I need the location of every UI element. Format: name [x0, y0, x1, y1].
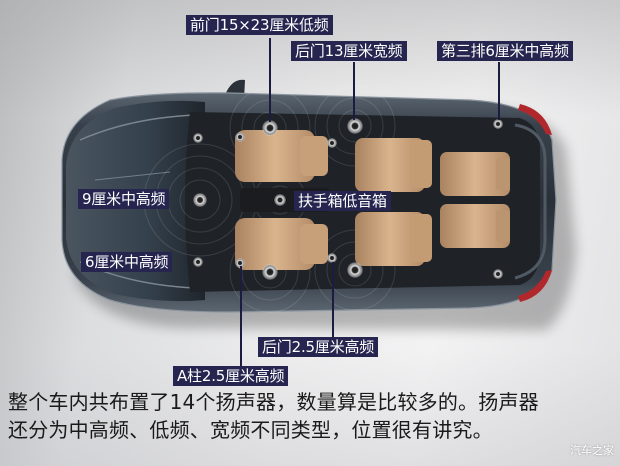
caption-text: 整个车内共布置了14个扬声器，数量算是比较多的。扬声器 还分为中高频、低频、宽频… [8, 388, 612, 444]
leader-rear-door-tweeter [332, 262, 334, 338]
leader-third-row [498, 62, 500, 120]
label-dash-9cm-speaker: 9厘米中高频 [78, 189, 170, 209]
caption-line-2: 还分为中高频、低频、宽频不同类型，位置很有讲究。 [8, 418, 493, 442]
watermark: 汽车之家 [570, 444, 614, 457]
label-dash-6cm-speaker: 6厘米中高频 [81, 252, 173, 272]
label-subwoofer: 扶手箱低音箱 [294, 191, 391, 211]
caption-line-1: 整个车内共布置了14个扬声器，数量算是比较多的。扬声器 [8, 390, 539, 414]
label-third-row-speaker: 第三排6厘米中高频 [437, 41, 573, 61]
leader-front-door [269, 38, 271, 122]
leader-rear-door-wide [353, 62, 355, 120]
label-rear-door-wide-speaker: 后门13厘米宽频 [291, 41, 407, 61]
label-rear-door-tweeter: 后门2.5厘米高频 [258, 337, 379, 357]
label-front-door-speaker: 前门15×23厘米低频 [186, 15, 333, 35]
leader-a-pillar [240, 266, 242, 366]
label-a-pillar-tweeter: A柱2.5厘米高频 [173, 366, 289, 386]
speaker-markers [193, 118, 503, 280]
